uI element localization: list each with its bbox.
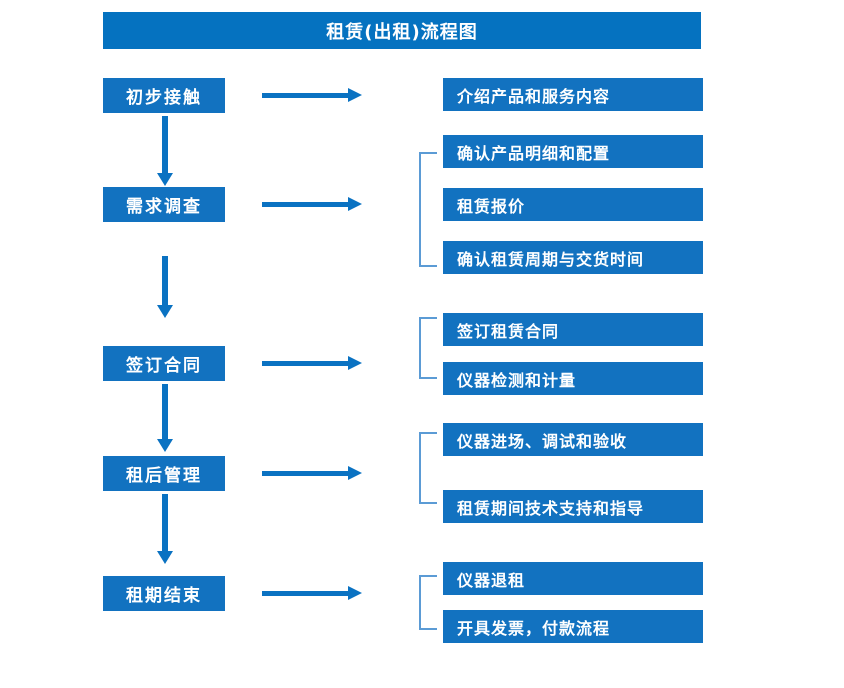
arrow-head (157, 305, 173, 318)
arrow-head (157, 439, 173, 452)
detail-box-yiqi-jinchang-tiaoshi[interactable]: 仪器进场、调试和验收 (443, 423, 703, 456)
detail-box-queren-zulin-zhouqi[interactable]: 确认租赁周期与交货时间 (443, 241, 703, 274)
detail-box-zulin-qijian-jishu-zhichi[interactable]: 租赁期间技术支持和指导 (443, 490, 703, 523)
stage-box-qianding-hetong[interactable]: 签订合同 (103, 346, 225, 381)
arrow-shaft (162, 116, 168, 174)
arrow-head (348, 466, 362, 480)
arrow-shaft (262, 591, 349, 596)
arrow-head (348, 88, 362, 102)
detail-box-jieshao-chanpin-fuwu[interactable]: 介绍产品和服务内容 (443, 78, 703, 111)
horizontal-arrow-2 (262, 197, 362, 211)
vertical-arrow-4 (157, 494, 173, 564)
arrow-head (348, 356, 362, 370)
stage-box-zuhou-guanli[interactable]: 租后管理 (103, 456, 225, 491)
arrow-shaft (162, 384, 168, 440)
detail-box-yiqi-jiance-jiliang[interactable]: 仪器检测和计量 (443, 362, 703, 395)
group-bracket-zuhou-guanli (419, 432, 437, 504)
arrow-shaft (262, 202, 349, 207)
arrow-shaft (162, 256, 168, 306)
arrow-head (157, 173, 173, 186)
arrow-head (157, 551, 173, 564)
arrow-shaft (262, 361, 349, 366)
vertical-arrow-1 (157, 116, 173, 186)
horizontal-arrow-4 (262, 466, 362, 480)
horizontal-arrow-3 (262, 356, 362, 370)
group-bracket-qianding-hetong (419, 317, 437, 379)
group-bracket-xuqiu-diaocha (419, 152, 437, 267)
arrow-head (348, 197, 362, 211)
stage-box-xuqiu-diaocha[interactable]: 需求调查 (103, 187, 225, 222)
detail-box-kaiju-fapiao-fukuan[interactable]: 开具发票，付款流程 (443, 610, 703, 643)
detail-box-qianding-zulin-hetong[interactable]: 签订租赁合同 (443, 313, 703, 346)
detail-box-queren-chanpin-mingxi[interactable]: 确认产品明细和配置 (443, 135, 703, 168)
arrow-shaft (262, 471, 349, 476)
arrow-head (348, 586, 362, 600)
stage-box-zuqi-jieshu[interactable]: 租期结束 (103, 576, 225, 611)
detail-box-zulin-baojia[interactable]: 租赁报价 (443, 188, 703, 221)
horizontal-arrow-1 (262, 88, 362, 102)
arrow-shaft (262, 93, 349, 98)
page-title: 租赁(出租)流程图 (103, 12, 701, 49)
vertical-arrow-3 (157, 384, 173, 452)
vertical-arrow-2 (157, 256, 173, 318)
detail-box-yiqi-tuizu[interactable]: 仪器退租 (443, 562, 703, 595)
arrow-shaft (162, 494, 168, 552)
stage-box-chubu-jiechu[interactable]: 初步接触 (103, 78, 225, 113)
horizontal-arrow-5 (262, 586, 362, 600)
group-bracket-zuqi-jieshu (419, 575, 437, 630)
